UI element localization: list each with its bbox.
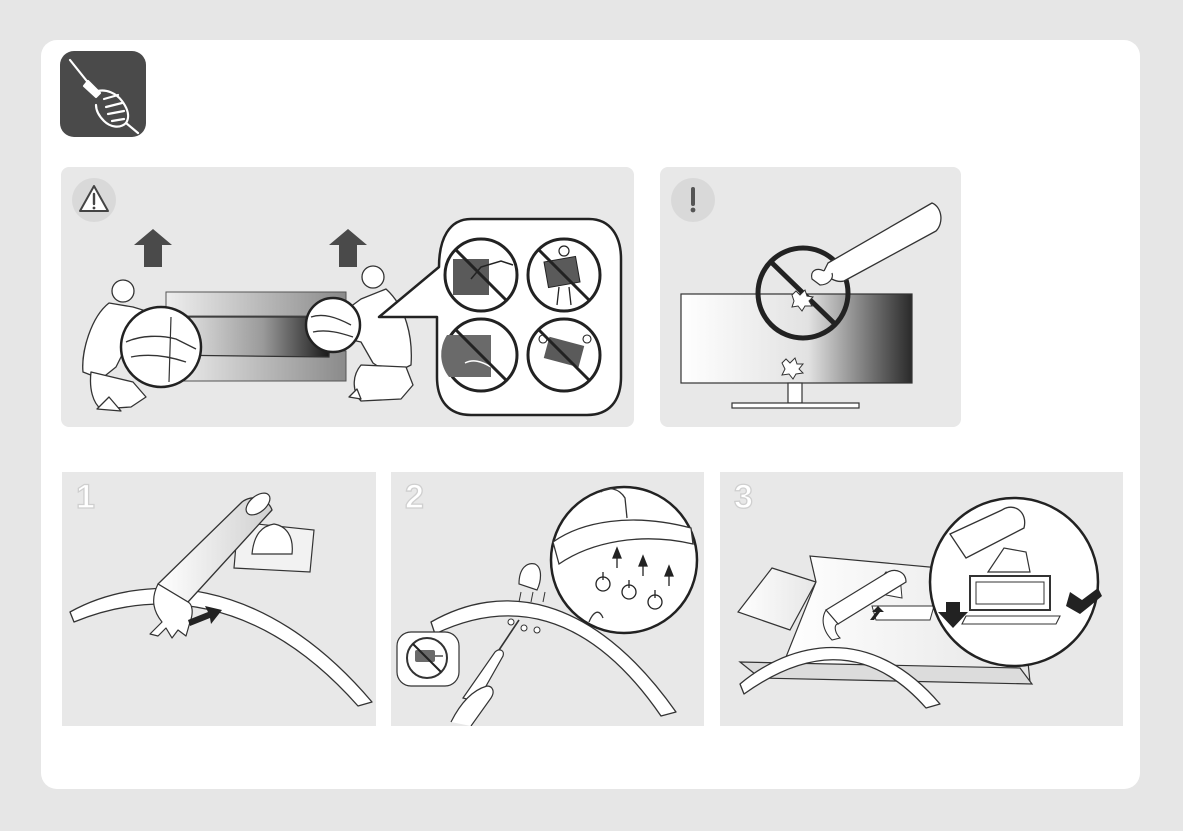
- stand-base-detail-zoom: [930, 498, 1102, 666]
- no-single-person-carry-icon: [528, 239, 600, 311]
- lift-up-arrow-icon: [134, 229, 172, 267]
- hand-grip-detail: [306, 298, 360, 352]
- screwdriver-hand-icon: [451, 620, 519, 726]
- step-3-panel: 3: [720, 472, 1123, 726]
- no-touching-screen-icon: [445, 239, 517, 311]
- step-2-panel: 2: [391, 472, 704, 726]
- warning-lifting-panel: [61, 167, 634, 427]
- step-1-panel: 1: [62, 472, 376, 726]
- no-improper-lift-icon: [528, 319, 600, 391]
- curved-monitor-illustration: [681, 294, 912, 408]
- caution-pressure-panel: [660, 167, 961, 427]
- step-number: 1: [76, 478, 95, 517]
- step-number: 3: [734, 478, 753, 517]
- lift-up-arrow-icon: [329, 229, 367, 267]
- hand-grip-detail: [121, 307, 201, 387]
- screw-detail-zoom: [551, 487, 697, 633]
- step-number: 2: [405, 478, 424, 517]
- no-power-drill-icon: [397, 632, 459, 686]
- screwdriver-hand-icon: [60, 51, 146, 137]
